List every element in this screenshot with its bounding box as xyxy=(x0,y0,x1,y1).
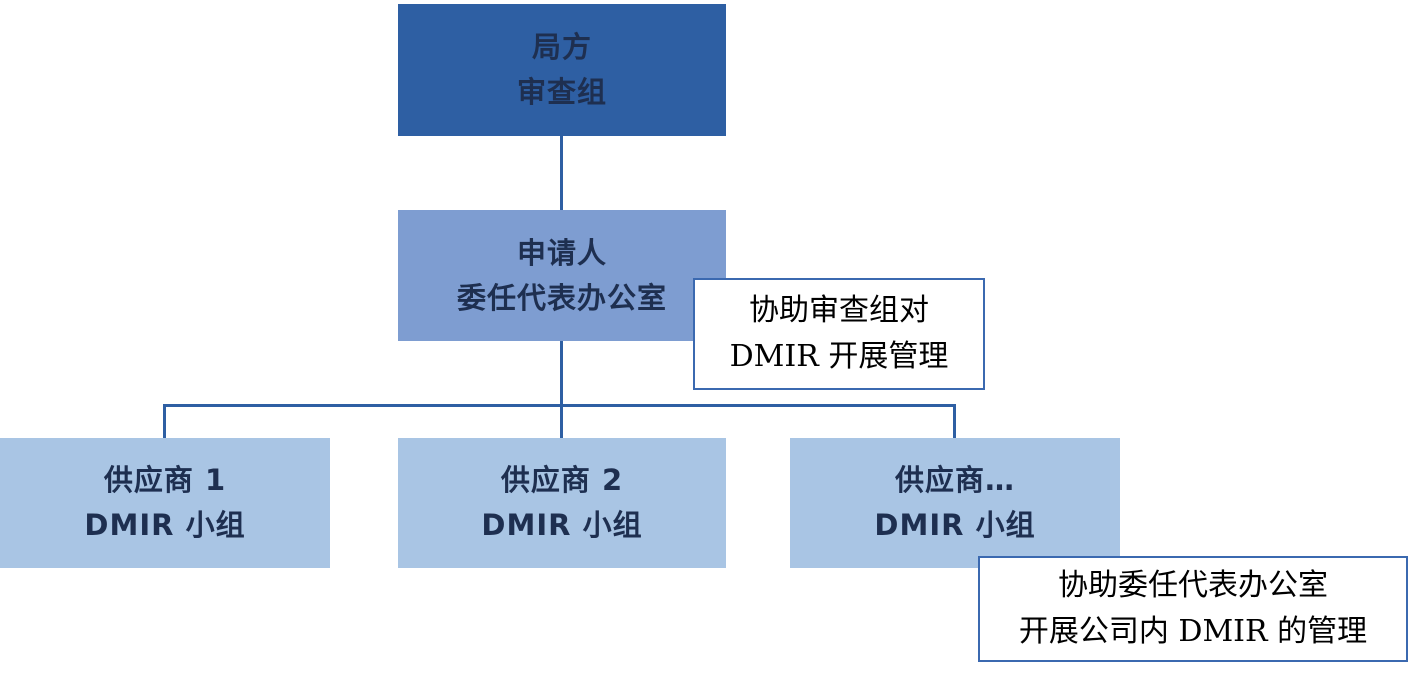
connector-drop-supplier1 xyxy=(163,404,166,438)
node-supplier-n-line1: 供应商… xyxy=(894,463,1015,498)
annotation-office-line2: 开展公司内 DMIR 的管理 xyxy=(1018,614,1368,649)
connector-authority-to-applicant xyxy=(560,136,563,212)
node-supplier1-line1: 供应商 1 xyxy=(103,463,227,498)
annotation-review-group-note: 协助审查组对 DMIR 开展管理 xyxy=(693,278,985,390)
node-authority-line1: 局方 xyxy=(531,30,592,65)
node-supplier1-line2: DMIR 小组 xyxy=(84,508,246,542)
node-supplier2-line1: 供应商 2 xyxy=(500,463,624,498)
node-applicant-line1: 申请人 xyxy=(516,235,607,270)
annotation-office-note: 协助委任代表办公室 开展公司内 DMIR 的管理 xyxy=(978,556,1408,662)
node-supplier1-dmir-team: 供应商 1 DMIR 小组 xyxy=(0,438,330,568)
node-supplier2-line2: DMIR 小组 xyxy=(481,508,643,542)
connector-applicant-to-suppliers xyxy=(560,340,563,438)
node-supplier-n-line2: DMIR 小组 xyxy=(874,508,1036,542)
node-applicant-line2: 委任代表办公室 xyxy=(456,280,667,315)
node-applicant-representative-office: 申请人 委任代表办公室 xyxy=(398,210,726,341)
node-authority-line2: 审查组 xyxy=(516,75,607,109)
node-supplier2-dmir-team: 供应商 2 DMIR 小组 xyxy=(398,438,726,568)
node-authority-review-group: 局方 审查组 xyxy=(398,4,726,136)
connector-horizontal-bus xyxy=(163,404,956,407)
node-supplier-n-dmir-team: 供应商… DMIR 小组 xyxy=(790,438,1120,568)
annotation-review-line1: 协助审查组对 xyxy=(749,292,929,328)
connector-drop-supplier-n xyxy=(953,404,956,438)
annotation-review-line2: DMIR 开展管理 xyxy=(729,339,949,374)
annotation-office-line1: 协助委任代表办公室 xyxy=(1058,567,1328,603)
